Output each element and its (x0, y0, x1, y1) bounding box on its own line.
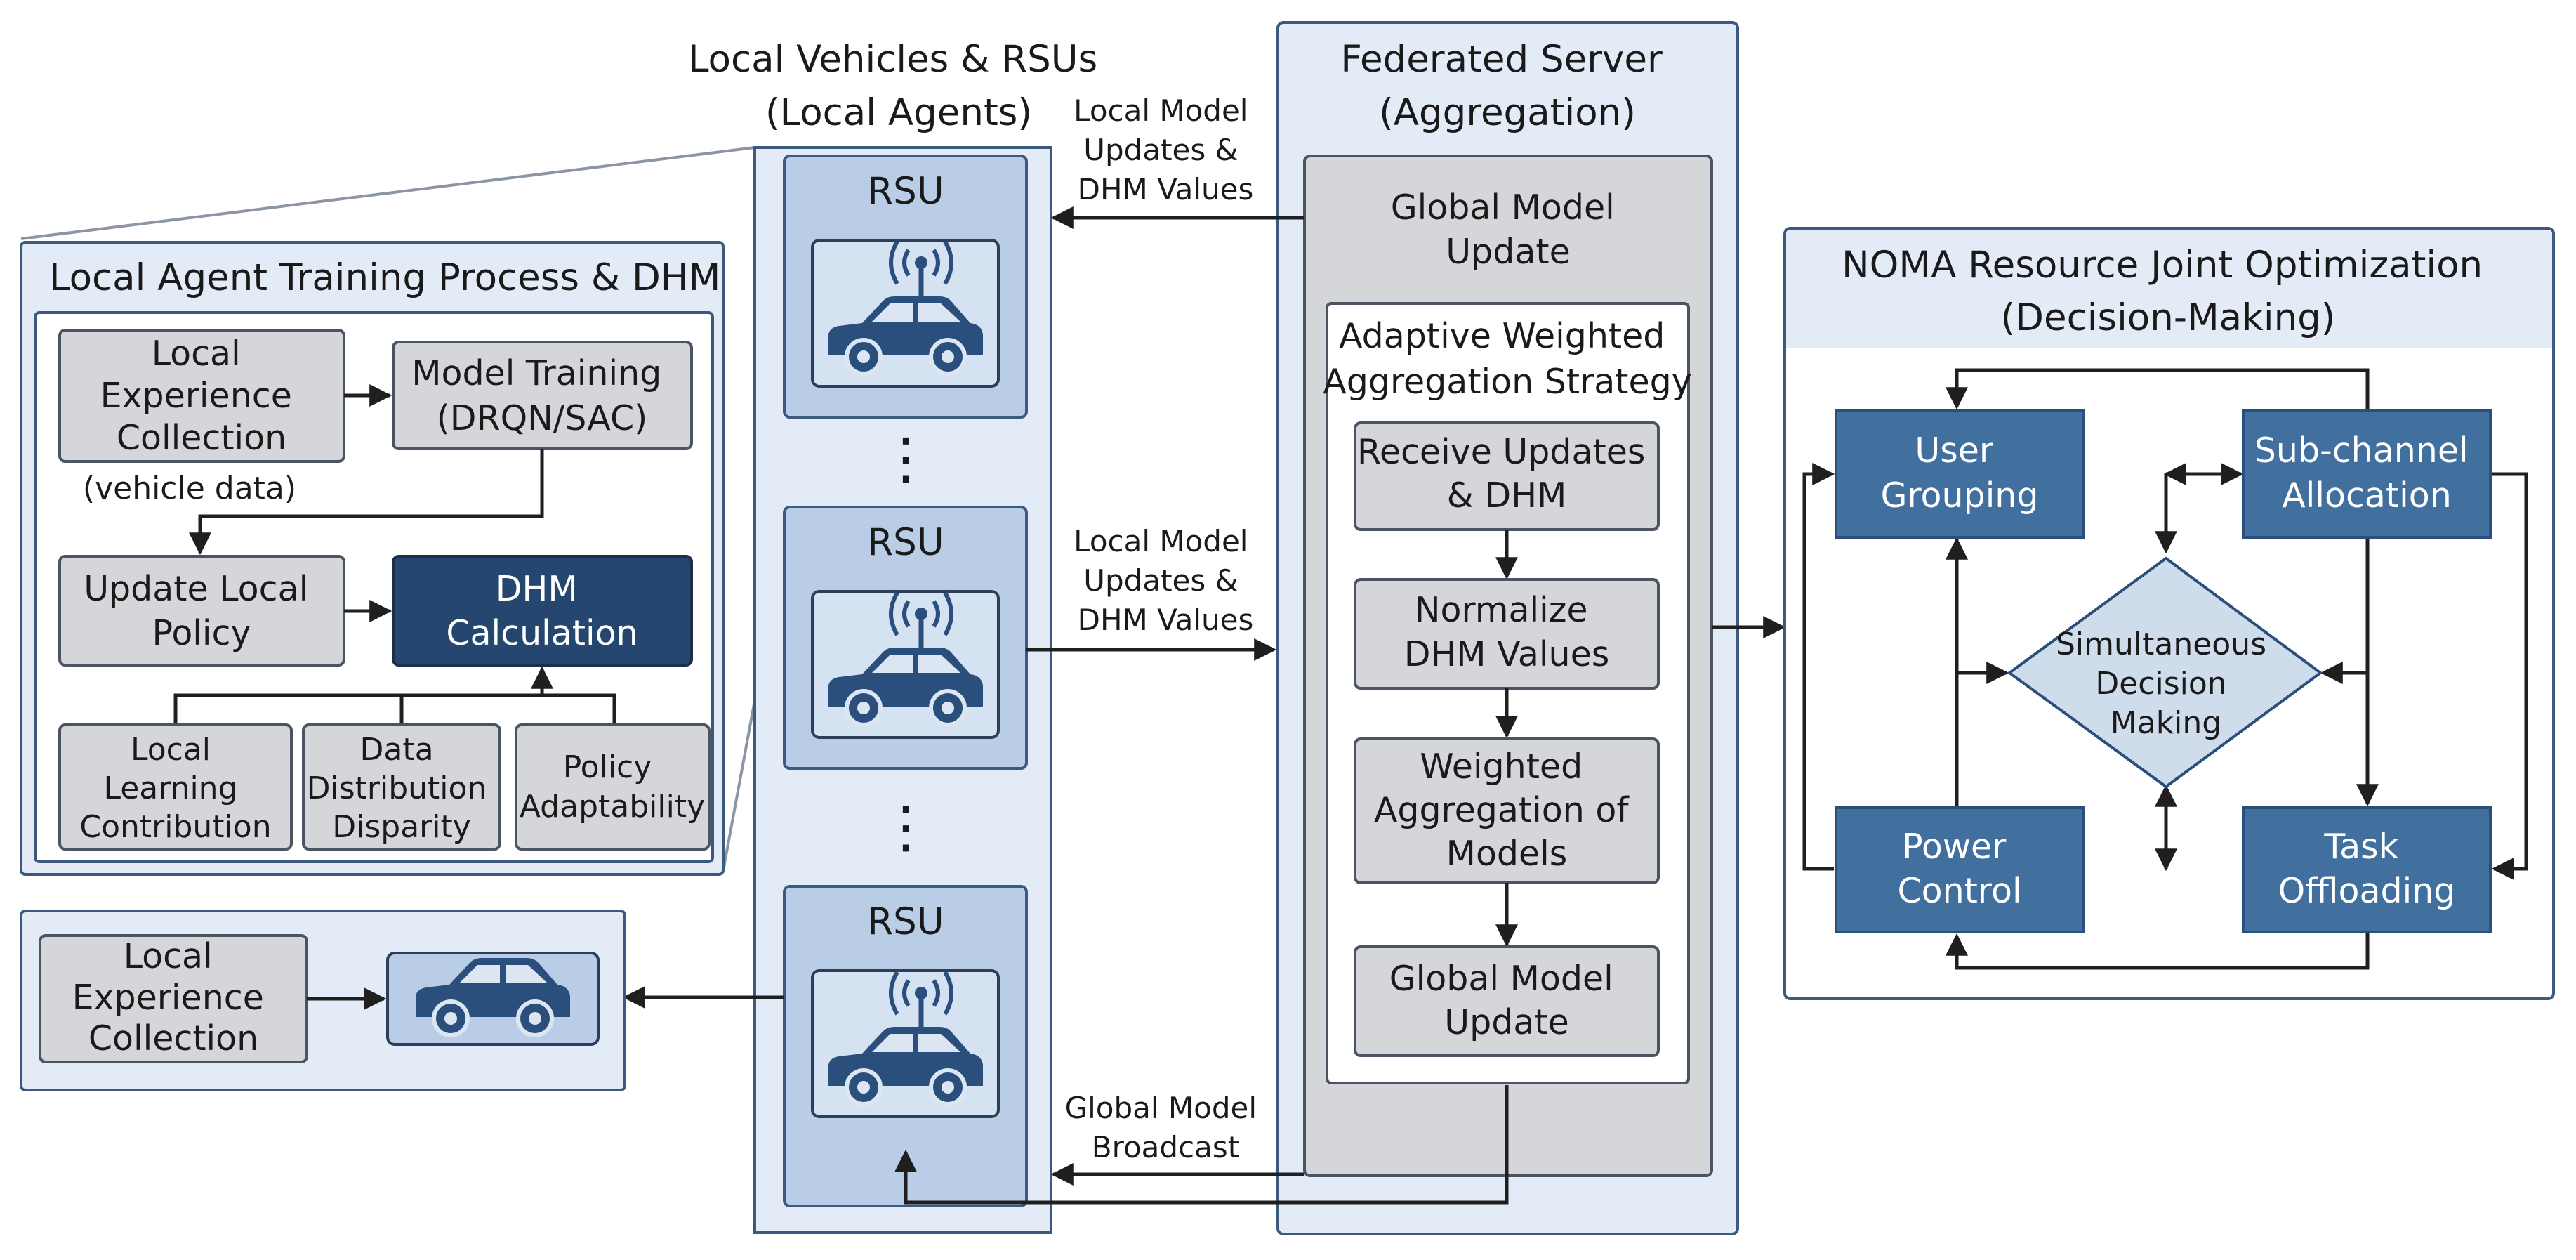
svg-text:Normalize DHM Values: Normalize DHM Values (1404, 590, 1610, 674)
factor-data-disparity: Data Distribution Disparity (302, 723, 501, 851)
svg-text:Weighted Aggregation of: Weighted Aggregation of Models (1374, 747, 1639, 874)
svg-text:Sub-channel Allocation: Sub-channel Allocation (2254, 431, 2479, 516)
bottom-experience-box: Local Experience Collection (39, 934, 308, 1063)
simultaneous-decision-diamond: Simultaneous Decision Making (2007, 556, 2323, 789)
svg-text:Model Training (DRQN/SAC: Model Training (DRQN/SAC) (411, 353, 673, 438)
svg-text:Global Model Update: Global Model Update (1389, 959, 1625, 1042)
svg-text:Simultaneous Decision: Simultaneous Decision Making (2056, 626, 2276, 741)
svg-text:Receive Updates & DHM: Receive Updates & DHM (1357, 432, 1656, 516)
vehicle-data-label: (vehicle data) (83, 471, 296, 506)
svg-text:Data Distribution: Data Distribution Disparity (307, 732, 497, 845)
subchannel-allocation-box: Sub-channel Allocation (2242, 409, 2492, 539)
task-offloading-box: Task Offloading (2242, 806, 2492, 933)
aggregation-strategy-title: Adaptive Weighted Aggregation Strategy (1323, 316, 1691, 402)
label-upload-mid: Local Model Updates & DHM Values (1074, 524, 1257, 637)
step-receive-updates: Receive Updates & DHM (1354, 421, 1660, 531)
federated-server-title: Federated Server (Aggregation) (1340, 38, 1674, 134)
rsu-node-3: RSU (783, 885, 1028, 1207)
step-weighted-aggregation: Weighted Aggregation of Models (1354, 737, 1660, 884)
ellipsis-1: ⋮ (878, 426, 934, 491)
noma-title: NOMA Resource Joint Optimization (Decisi… (1842, 244, 2495, 339)
noma-header (1786, 230, 2552, 348)
arrow-training-to-policy (189, 449, 544, 556)
svg-text:DHM Calculation: DHM Calculation (446, 569, 638, 653)
svg-text:Policy Adaptability: Policy Adaptability (520, 749, 705, 825)
zoom-connector-top (20, 146, 755, 240)
dhm-calculation-box: DHM Calculation (392, 555, 693, 667)
training-panel-title: Local Agent Training Process & DHM (49, 256, 720, 299)
step-normalize-dhm: Normalize DHM Values (1354, 578, 1660, 690)
factor-policy-adaptability: Policy Adaptability (515, 723, 711, 851)
step-global-model-update: Global Model Update (1354, 945, 1660, 1057)
power-control-box: Power Control (1835, 806, 2085, 933)
rsu-label: RSU (867, 900, 944, 943)
local-agents-title: Local Vehicles & RSUs (Local Agents) (688, 38, 1109, 134)
global-model-update-title: Global Model Update (1391, 188, 1626, 272)
user-grouping-box: User Grouping (1835, 409, 2085, 539)
svg-text:Local Experience C: Local Experience Collection (72, 936, 275, 1058)
label-upload-top: Local Model Updates & DHM Values (1074, 93, 1257, 206)
ellipsis-2: ⋮ (878, 794, 934, 860)
svg-text:Local Experience C: Local Experience Collection (100, 334, 303, 458)
svg-text:User Grouping: User Grouping (1881, 431, 2039, 516)
arrow-broadcast-loop (894, 1085, 1509, 1205)
svg-text:Power Control: Power Control (1897, 827, 2021, 911)
noma-connectors (1802, 368, 2528, 970)
label-broadcast: Global Model Broadcast (1065, 1091, 1267, 1164)
svg-text:Update Local Policy: Update Local Policy (84, 569, 319, 653)
model-training-box: Model Training (DRQN/SAC) (392, 341, 693, 450)
update-local-policy-box: Update Local Policy (58, 555, 345, 667)
factor-connectors (173, 666, 616, 725)
rsu-label: RSU (867, 521, 944, 564)
svg-text:Task Offloading: Task Offloading (2278, 827, 2456, 911)
rsu-node-1: RSU (783, 155, 1028, 419)
rsu-node-2: RSU (783, 506, 1028, 770)
local-experience-collection-box: Local Experience Collection (58, 329, 345, 463)
rsu-label: RSU (867, 170, 944, 213)
svg-text:Local Learning Con: Local Learning Contribution (79, 732, 271, 845)
factor-local-learning: Local Learning Contribution (58, 723, 293, 851)
